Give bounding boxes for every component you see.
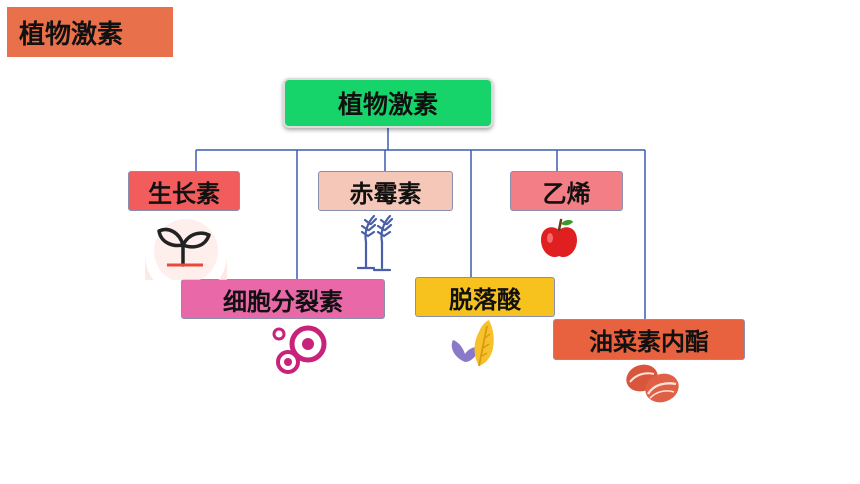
seeds-icon bbox=[626, 364, 679, 403]
slide-title: 植物激素 bbox=[7, 7, 173, 57]
node-chimeisu: 赤霉素 bbox=[318, 171, 453, 211]
root-node-plant-hormones: 植物激素 bbox=[283, 78, 493, 128]
apple-icon bbox=[541, 218, 577, 258]
node-xibaofenliesu: 细胞分裂素 bbox=[181, 279, 385, 319]
wheat-icon bbox=[356, 214, 394, 272]
sprout-icon bbox=[145, 219, 227, 280]
node-shengzhangsu: 生长素 bbox=[128, 171, 240, 211]
node-tuoluosuan: 脱落酸 bbox=[415, 277, 555, 317]
node-yixi: 乙烯 bbox=[510, 171, 623, 211]
cell-division-icon bbox=[272, 325, 327, 374]
falling-leaves-icon bbox=[451, 320, 494, 367]
node-youcaisuneizhi: 油菜素内酯 bbox=[553, 319, 745, 360]
